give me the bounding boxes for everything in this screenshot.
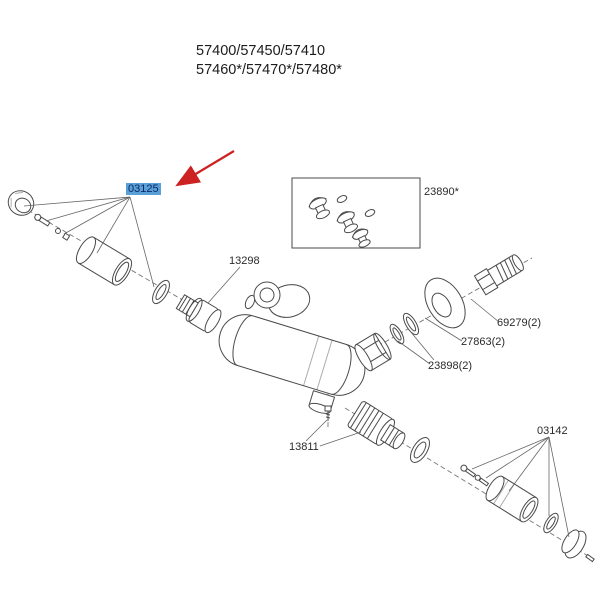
mixer-body-drawing <box>218 281 366 414</box>
red-pointer-arrow <box>175 150 235 187</box>
part-label-23898[interactable]: 23898(2) <box>428 360 473 372</box>
part-label-13811[interactable]: 13811 <box>289 441 319 453</box>
stop-ring-drawing <box>152 279 170 305</box>
screw-13811-drawing <box>324 405 332 421</box>
cartridge-13298-drawing <box>175 294 222 334</box>
seal-ring-drawing <box>402 312 420 336</box>
end-cap-drawing <box>561 529 587 559</box>
check-valve-drawing <box>351 228 371 248</box>
check-valve-drawing <box>336 211 358 234</box>
cap-ring-drawing <box>543 512 559 534</box>
page-title: 57400/57450/57410 57460*/57470*/57480* <box>196 42 342 80</box>
leader-lines <box>23 196 570 538</box>
handle-sleeve-right-drawing <box>485 475 539 523</box>
grub-screw-drawing <box>474 474 490 487</box>
part-label-03142[interactable]: 03142 <box>537 425 568 437</box>
escutcheon-drawing <box>424 277 466 329</box>
seal-kit-box <box>291 177 421 249</box>
grub-screw-drawing <box>460 464 477 478</box>
part-label-23890[interactable]: 23890* <box>424 186 459 198</box>
title-line-1: 57400/57450/57410 <box>196 43 326 59</box>
title-line-2: 57460*/57470*/57480* <box>196 62 342 78</box>
grub-screw-drawing <box>585 553 595 563</box>
small-fitting-drawing <box>55 228 71 241</box>
connector-nipple-drawing <box>473 254 524 296</box>
check-valve-drawing <box>308 197 330 220</box>
handle-sleeve-left-drawing <box>75 236 133 286</box>
retaining-ring-drawing <box>409 437 431 463</box>
seal-ring-drawing <box>389 323 405 345</box>
part-label-69279[interactable]: 69279(2) <box>497 317 542 329</box>
union-nut-drawing <box>354 332 392 372</box>
handle-cap-drawing <box>7 190 35 216</box>
part-label-27863[interactable]: 27863(2) <box>461 336 506 348</box>
part-label-03125[interactable]: 03125 <box>126 183 161 195</box>
thermostat-cartridge-drawing <box>347 401 406 450</box>
grub-screw-drawing <box>34 213 51 227</box>
part-label-13298[interactable]: 13298 <box>229 255 260 267</box>
